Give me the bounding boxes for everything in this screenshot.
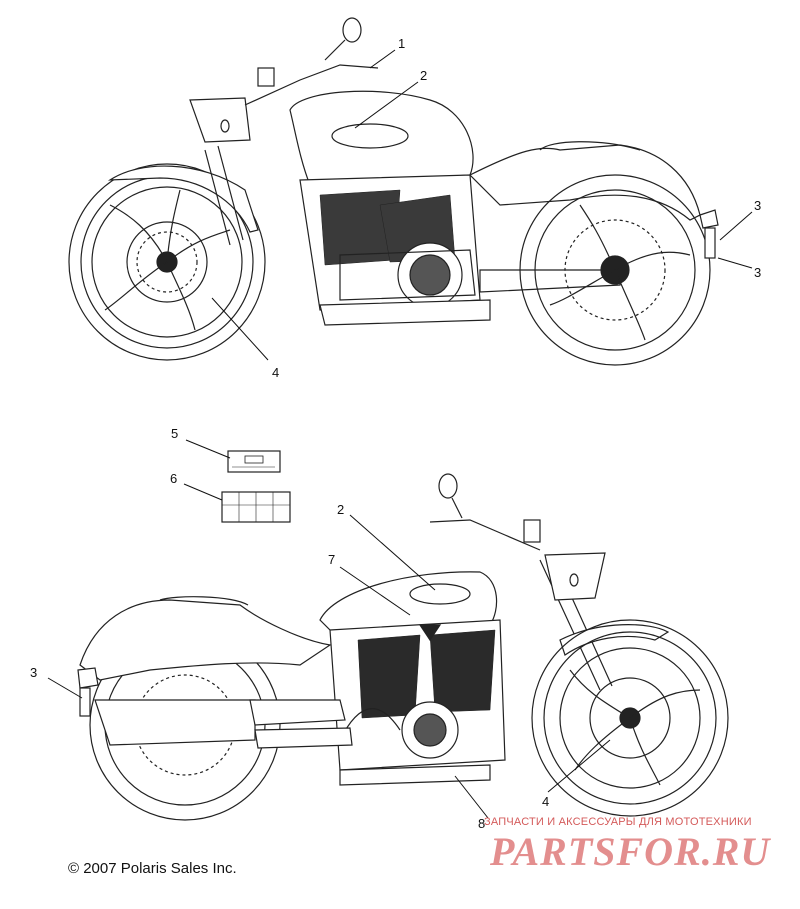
callout-bot-5: 5: [171, 426, 178, 441]
engine-bottom: [329, 619, 506, 771]
callout-bot-8: 8: [478, 816, 485, 831]
callout-top-3a: 3: [754, 198, 761, 213]
callout-top-4: 4: [272, 365, 279, 380]
watermark-tagline: ЗАПЧАСТИ И АКСЕССУАРЫ ДЛЯ МОТОТЕХНИКИ: [484, 816, 752, 828]
callout-bot-6: 6: [170, 471, 177, 486]
callout-bot-2: 2: [337, 502, 344, 517]
callout-top-2: 2: [420, 68, 427, 83]
engine-top: [299, 174, 481, 311]
callout-labels: 1 2 3 3 4 5 6 2 7 3 4 8: [30, 36, 761, 831]
callout-bot-4: 4: [542, 794, 549, 809]
copyright-text: © 2007 Polaris Sales Inc.: [68, 860, 237, 877]
front-wheel-bottom: [531, 619, 729, 817]
callout-bot-7: 7: [328, 552, 335, 567]
decal-5: [227, 450, 281, 473]
motorcycle-right-side-view: [68, 17, 719, 366]
decal-6: [221, 491, 291, 523]
callout-top-3b: 3: [754, 265, 761, 280]
callout-top-1: 1: [398, 36, 405, 51]
watermark-brand: PARTSFOR.RU: [490, 829, 771, 874]
rear-wheel-top: [519, 174, 711, 366]
leader-lines: [47, 49, 753, 819]
motorcycle-left-side-view: [77, 473, 729, 821]
callout-bot-3: 3: [30, 665, 37, 680]
